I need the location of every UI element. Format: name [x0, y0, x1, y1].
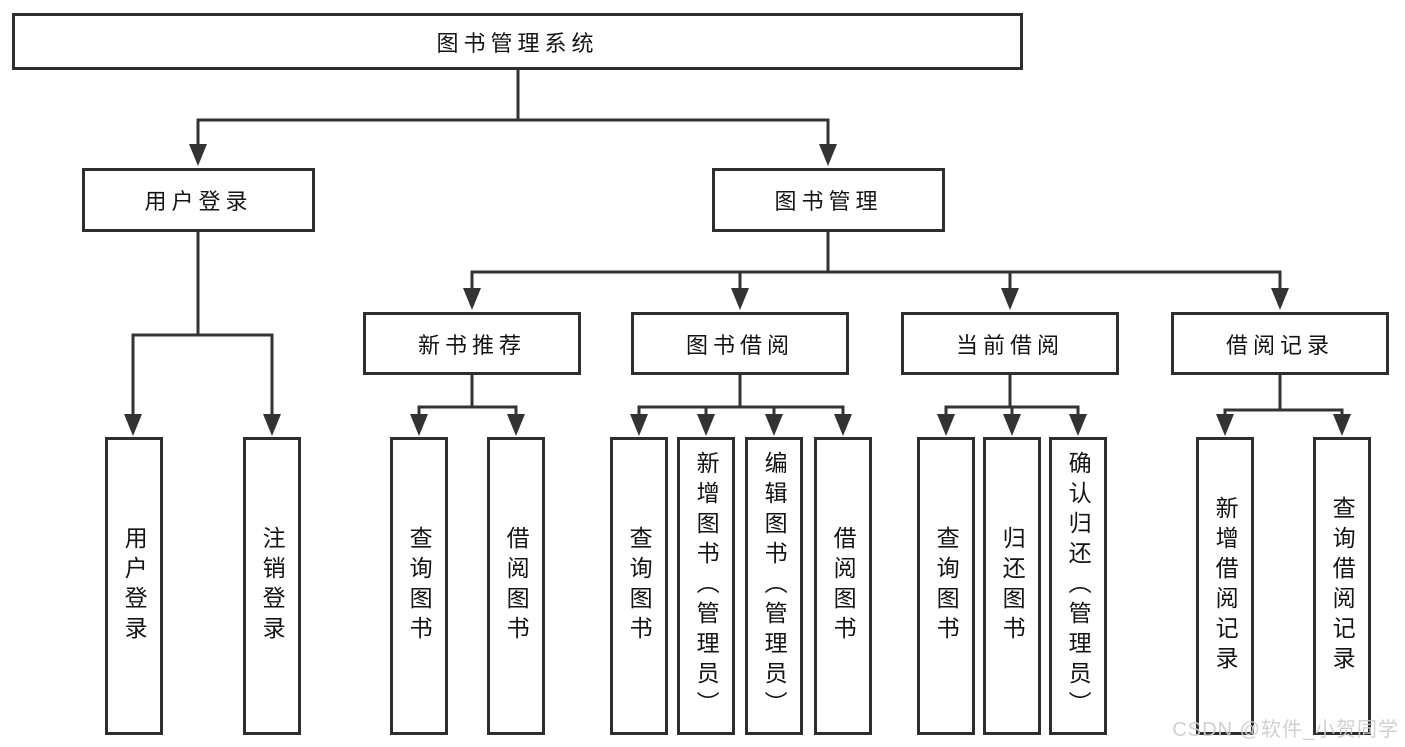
- node-root: 图书管理系统: [12, 13, 1023, 70]
- leaf-logout: 注销登录: [243, 437, 301, 735]
- node-current-borrow: 当前借阅: [901, 312, 1119, 375]
- node-borrow-records-label: 借阅记录: [1225, 332, 1334, 358]
- connector-current-to-leaves: [937, 375, 1087, 436]
- leaf-borrow-query: 查询图书: [610, 437, 668, 735]
- leaf-current-confirm-admin: 确认归还（管理员）: [1049, 437, 1107, 735]
- leaf-borrow-borrow: 借阅图书: [814, 437, 872, 735]
- node-book-borrow: 图书借阅: [631, 312, 849, 375]
- leaf-borrow-add-admin: 新增图书（管理员）: [677, 437, 735, 735]
- leaf-current-confirm-admin-label: 确认归还（管理员）: [1065, 451, 1092, 721]
- leaf-records-add-label: 新增借阅记录: [1212, 496, 1239, 676]
- leaf-user-login: 用户登录: [105, 437, 163, 735]
- node-book-management-label: 图书管理: [774, 189, 883, 214]
- leaf-newbook-borrow-label: 借阅图书: [503, 526, 530, 646]
- node-new-book-recommend: 新书推荐: [363, 312, 581, 375]
- leaf-current-return-label: 归还图书: [999, 526, 1026, 646]
- node-user-login-label: 用户登录: [144, 189, 253, 214]
- connector-bookmgmt-to-level3: [463, 232, 1289, 310]
- leaf-borrow-query-label: 查询图书: [626, 526, 653, 646]
- connector-userlogin-to-leaves: [124, 232, 281, 436]
- leaf-borrow-add-admin-label: 新增图书（管理员）: [693, 451, 720, 721]
- leaf-newbook-borrow: 借阅图书: [487, 437, 545, 735]
- connector-records-to-leaves: [1216, 375, 1351, 436]
- node-borrow-records: 借阅记录: [1171, 312, 1389, 375]
- node-current-borrow-label: 当前借阅: [955, 332, 1064, 358]
- leaf-records-query-label: 查询借阅记录: [1329, 496, 1356, 676]
- node-user-login: 用户登录: [82, 168, 315, 232]
- leaf-logout-label: 注销登录: [259, 526, 286, 646]
- leaf-user-login-label: 用户登录: [121, 526, 148, 646]
- connector-borrow-to-leaves: [630, 375, 852, 436]
- watermark: CSDN @软件_小贺同学: [1172, 719, 1399, 741]
- leaf-newbook-query-label: 查询图书: [406, 526, 433, 646]
- leaf-borrow-edit-admin-label: 编辑图书（管理员）: [761, 451, 788, 721]
- node-book-management: 图书管理: [712, 168, 945, 232]
- node-new-book-recommend-label: 新书推荐: [417, 332, 526, 358]
- leaf-newbook-query: 查询图书: [390, 437, 448, 735]
- leaf-borrow-borrow-label: 借阅图书: [830, 526, 857, 646]
- leaf-current-query: 查询图书: [917, 437, 975, 735]
- leaf-borrow-edit-admin: 编辑图书（管理员）: [745, 437, 803, 735]
- connector-root-to-level2: [189, 70, 837, 166]
- node-book-borrow-label: 图书借阅: [685, 332, 794, 358]
- node-root-label: 图书管理系统: [436, 30, 599, 56]
- leaf-current-query-label: 查询图书: [933, 526, 960, 646]
- leaf-current-return: 归还图书: [983, 437, 1041, 735]
- connector-newbook-to-leaves: [410, 375, 525, 436]
- leaf-records-query: 查询借阅记录: [1313, 437, 1371, 735]
- leaf-records-add: 新增借阅记录: [1196, 437, 1254, 735]
